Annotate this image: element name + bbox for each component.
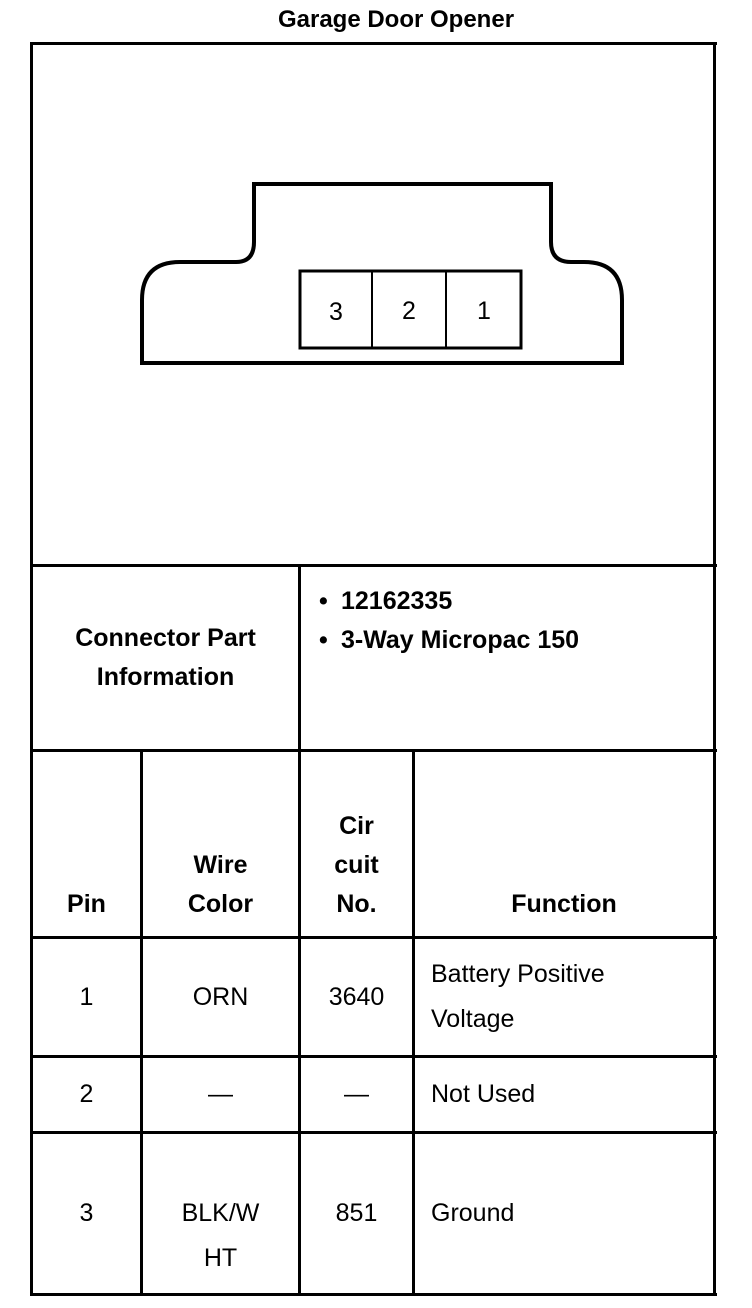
row2-pin: 2 bbox=[79, 1080, 94, 1108]
row1-circuit: 3640 bbox=[328, 982, 385, 1011]
row3-wire-color: BLK/W HT bbox=[181, 1198, 260, 1272]
row2-function: Not Used bbox=[431, 1080, 536, 1108]
connector-face-drawing: 3 2 1 bbox=[140, 182, 624, 365]
connector-outline bbox=[140, 182, 624, 365]
part-info-label: Connector Part Information bbox=[75, 624, 256, 691]
header-function: Function bbox=[511, 890, 617, 918]
row2-circuit: — bbox=[344, 1080, 369, 1108]
cavity-label: 1 bbox=[477, 297, 491, 325]
part-description: 3-Way Micropac 150 bbox=[301, 621, 711, 660]
row3-pin: 3 bbox=[79, 1199, 94, 1227]
row3-circuit: 851 bbox=[335, 1199, 378, 1227]
cavity-label: 2 bbox=[402, 297, 416, 325]
part-info-list: 12162335 3-Way Micropac 150 bbox=[301, 582, 711, 660]
diagram-title: Garage Door Opener bbox=[277, 6, 515, 33]
part-number: 12162335 bbox=[301, 582, 711, 621]
row3-function: Ground bbox=[431, 1199, 515, 1227]
cavity-label: 3 bbox=[329, 298, 343, 326]
header-pin: Pin bbox=[67, 890, 106, 918]
row2-wire-color: — bbox=[208, 1080, 233, 1108]
header-circuit-no: Cir cuit No. bbox=[334, 812, 379, 918]
row1-function: Battery Positive Voltage bbox=[431, 960, 605, 1033]
row1-pin: 1 bbox=[79, 982, 94, 1011]
header-wire-color: Wire Color bbox=[187, 851, 254, 918]
row1-wire-color: ORN bbox=[192, 982, 249, 1011]
cavity-block bbox=[298, 269, 523, 350]
